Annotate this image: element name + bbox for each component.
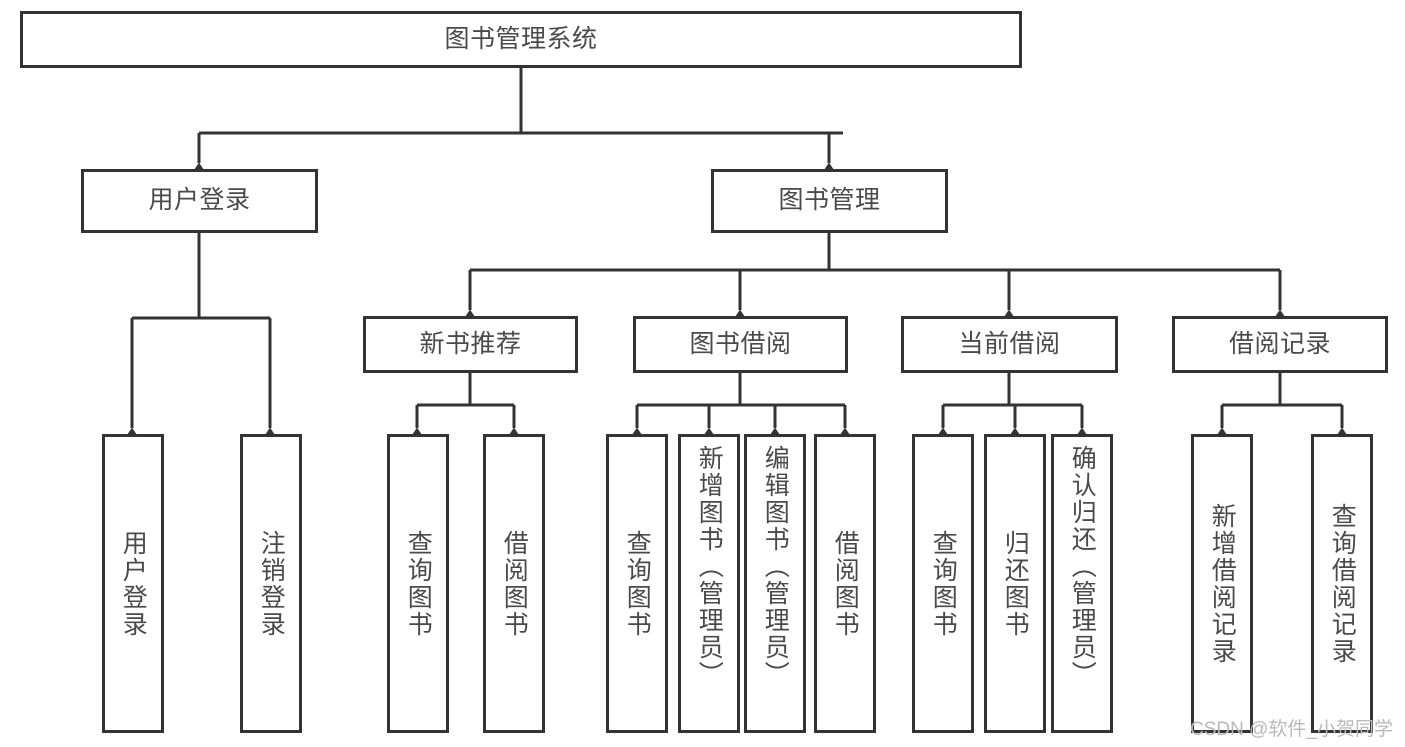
node-leaf-confirm-return-admin-label: 确认归还（管理员） [1068,445,1097,688]
node-leaf-edit-book-admin[interactable]: 编辑图书（管理员） [744,434,806,733]
node-leaf-query-book-borrow[interactable]: 查询图书 [606,434,668,733]
node-leaf-query-book-current-label: 查询图书 [929,529,958,638]
node-leaf-add-borrow-record[interactable]: 新增借阅记录 [1191,434,1253,733]
node-leaf-query-book-current[interactable]: 查询图书 [912,434,974,733]
node-leaf-borrow-book-label: 借阅图书 [831,529,860,638]
node-leaf-user-login[interactable]: 用户登录 [102,434,164,733]
watermark: CSDN @软件_小贺同学 [1190,719,1393,740]
node-leaf-return-book[interactable]: 归还图书 [984,434,1046,733]
node-leaf-add-borrow-record-label: 新增借阅记录 [1208,502,1237,665]
node-leaf-query-book-recommend-label: 查询图书 [404,529,433,638]
node-new-book-recommend[interactable]: 新书推荐 [363,316,578,373]
node-leaf-logout-login[interactable]: 注销登录 [240,434,302,733]
node-root-label: 图书管理系统 [444,24,598,53]
node-leaf-edit-book-admin-label: 编辑图书（管理员） [761,445,790,688]
node-borrow-record-label: 借阅记录 [1228,329,1331,358]
node-leaf-return-book-label: 归还图书 [1001,529,1030,638]
node-leaf-query-borrow-record[interactable]: 查询借阅记录 [1311,434,1373,733]
node-leaf-logout-login-label: 注销登录 [257,529,286,638]
node-leaf-borrow-book[interactable]: 借阅图书 [814,434,876,733]
node-leaf-add-book-admin[interactable]: 新增图书（管理员） [678,434,740,733]
node-user-login-label: 用户登录 [148,186,251,215]
node-root[interactable]: 图书管理系统 [20,11,1022,68]
node-current-borrow-label: 当前借阅 [958,329,1061,358]
node-borrow-record[interactable]: 借阅记录 [1172,316,1388,373]
node-current-borrow[interactable]: 当前借阅 [901,316,1118,373]
node-leaf-query-borrow-record-label: 查询借阅记录 [1328,502,1357,665]
node-leaf-add-book-admin-label: 新增图书（管理员） [695,445,724,688]
node-book-management-label: 图书管理 [778,186,881,215]
node-book-borrow-label: 图书借阅 [689,329,792,358]
node-user-login[interactable]: 用户登录 [81,169,318,233]
node-leaf-borrow-book-recommend[interactable]: 借阅图书 [483,434,545,733]
node-leaf-borrow-book-recommend-label: 借阅图书 [500,529,529,638]
node-leaf-confirm-return-admin[interactable]: 确认归还（管理员） [1051,434,1113,733]
node-new-book-recommend-label: 新书推荐 [419,329,522,358]
node-leaf-query-book-borrow-label: 查询图书 [623,529,652,638]
node-book-borrow[interactable]: 图书借阅 [633,316,848,373]
node-book-management[interactable]: 图书管理 [711,169,948,233]
node-leaf-query-book-recommend[interactable]: 查询图书 [387,434,449,733]
node-leaf-user-login-label: 用户登录 [119,529,148,638]
